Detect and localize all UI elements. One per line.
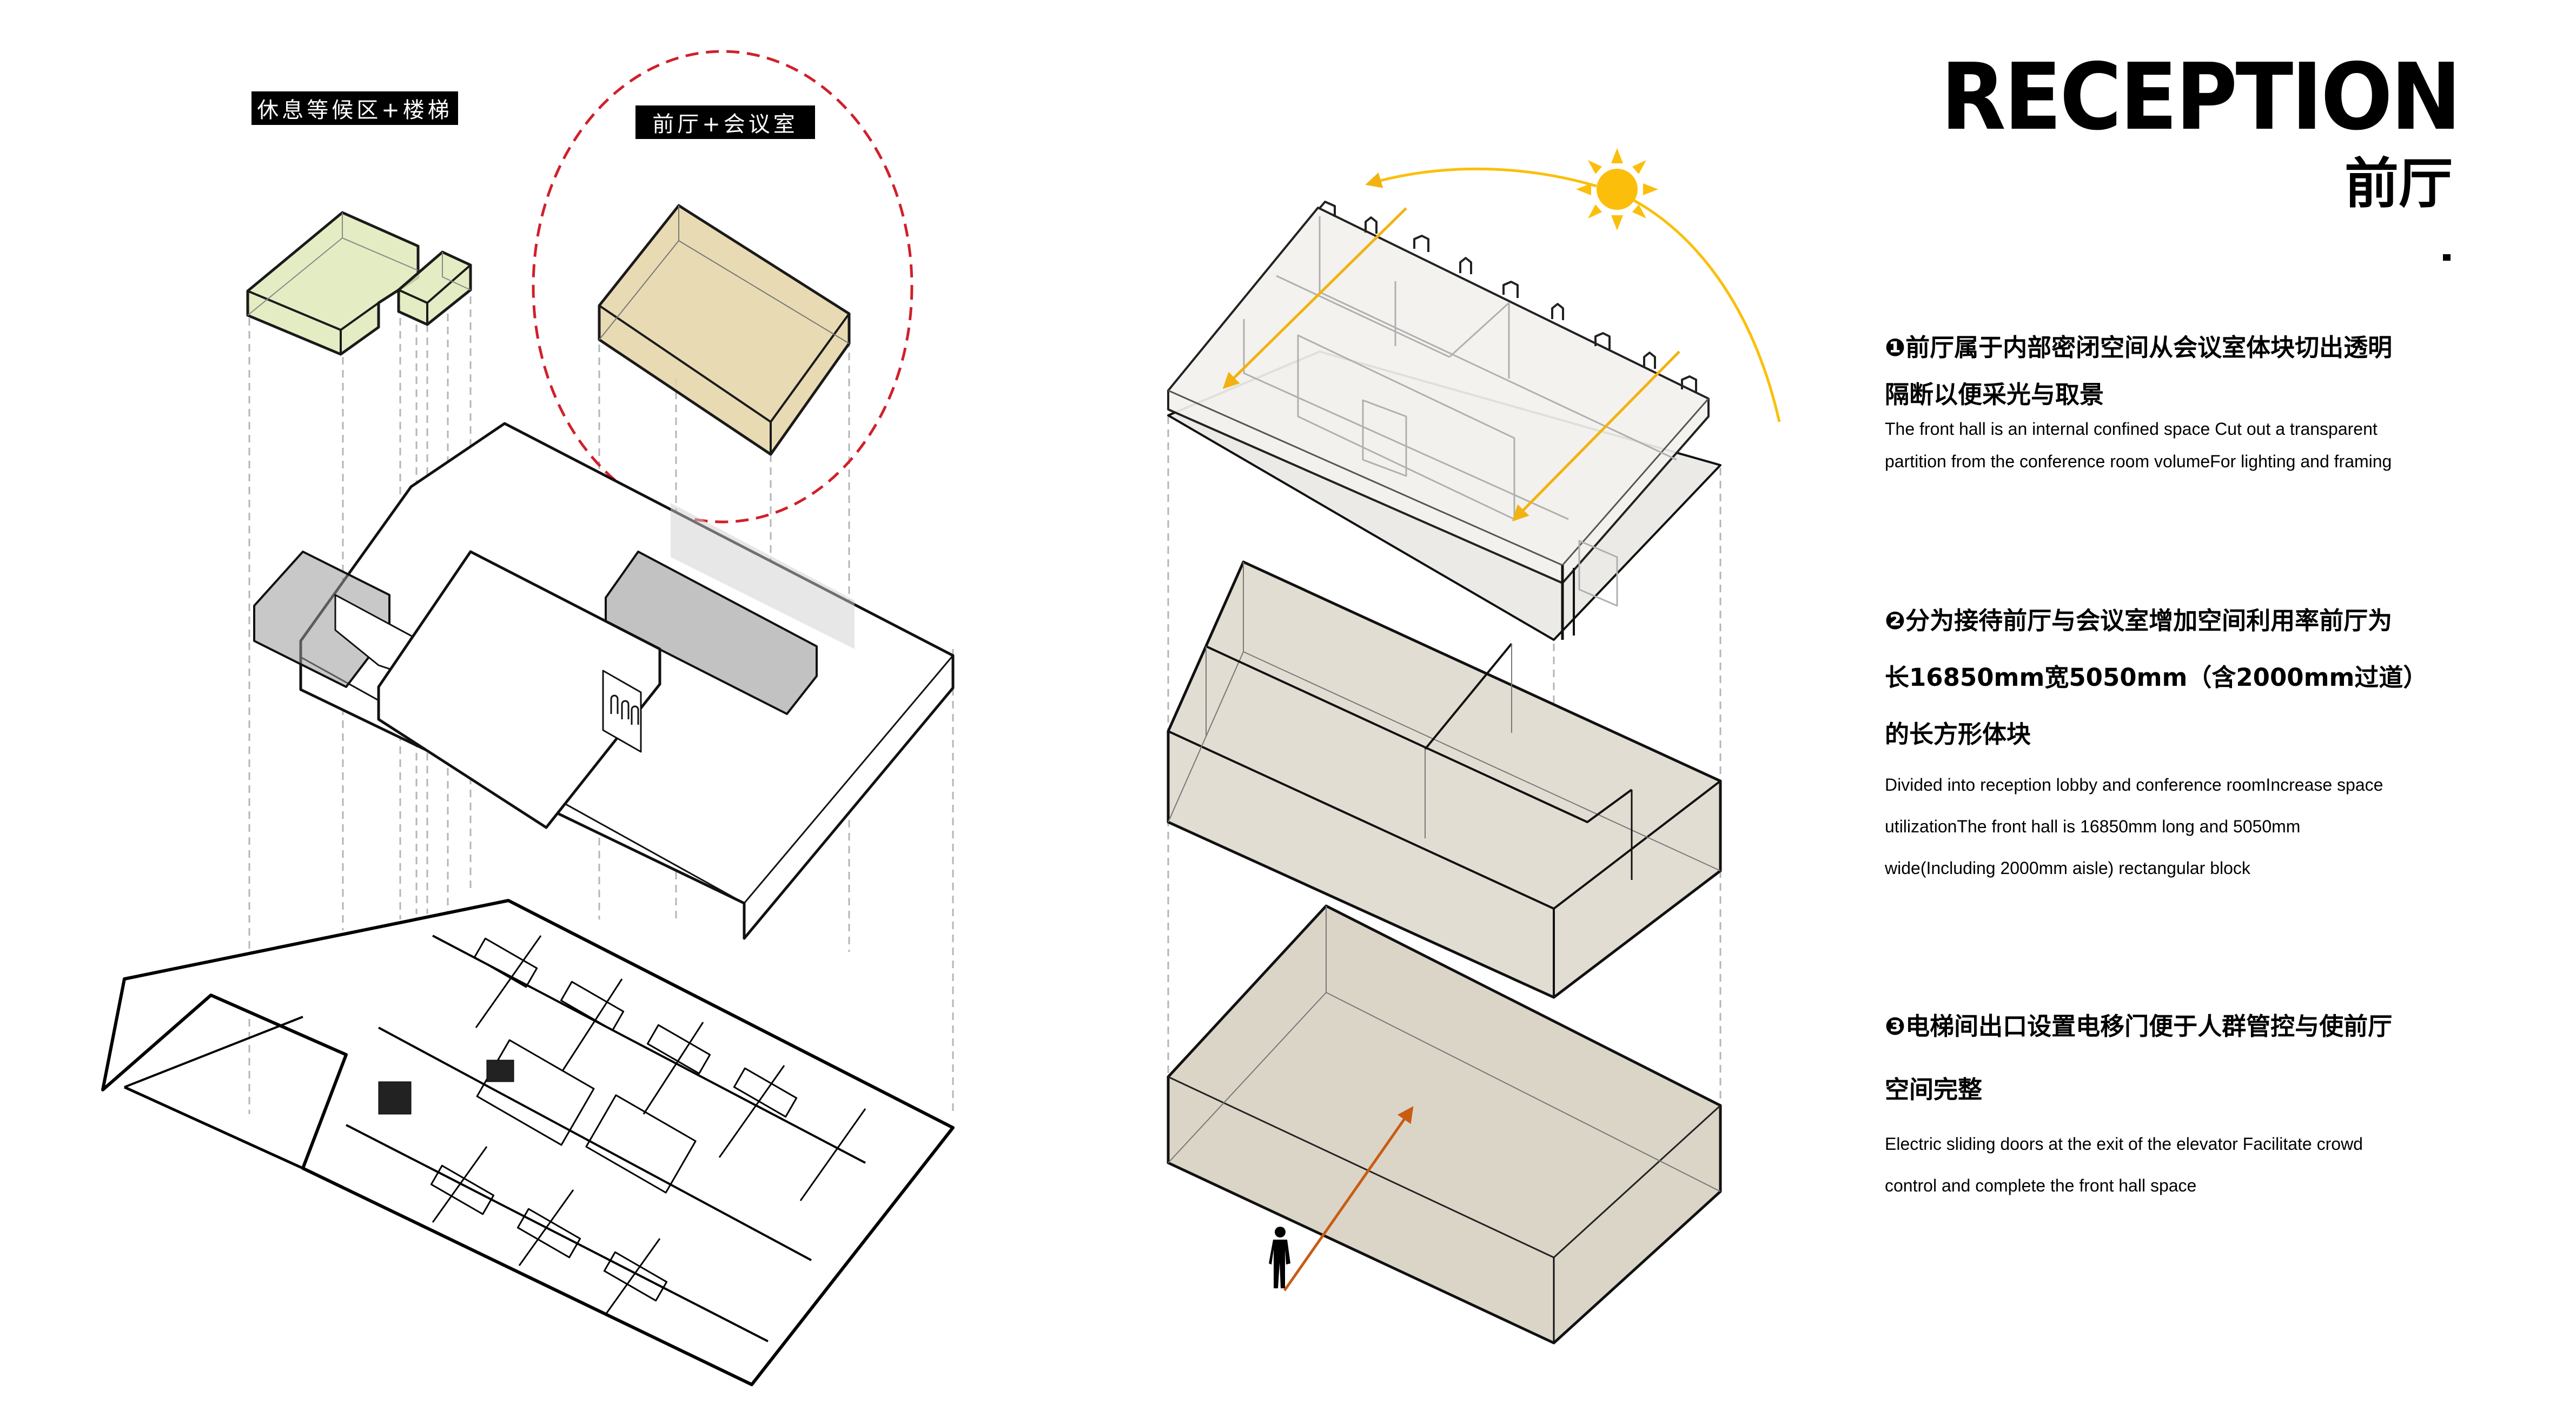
note-2-body-line-2: utilizationThe front hall is 16850mm lon… (1885, 817, 2301, 836)
page-title: RECEPTION (1941, 44, 2462, 151)
floor-massing (253, 422, 955, 940)
reception-module-transparent (1167, 201, 1721, 641)
floor-plan (101, 899, 955, 1386)
sun-path (1365, 167, 1781, 422)
lounge-stair-label-text: 休息等候区+楼梯 (257, 98, 453, 123)
lounge-stair-volume (246, 211, 472, 356)
note-1-marker: ❶ (1885, 333, 1906, 362)
note-2: ❷分为接待前厅与会议室增加空间利用率前厅为 长16850mm宽5050mm（含2… (1885, 608, 2496, 877)
lounge-stair-label: 休息等候区+楼梯 (251, 91, 458, 125)
note-1-body-line-2: partition from the conference room volum… (1885, 452, 2392, 471)
note-2-body-line-3: wide(Including 2000mm aisle) rectangular… (1885, 858, 2250, 878)
person-silhouette-icon (1269, 1227, 1290, 1288)
note-3-heading-line-2: 空间完整 (1885, 1075, 1983, 1104)
note-1-body-line-1: The front hall is an internal confined s… (1885, 419, 2378, 439)
note-2-body-line-1: Divided into reception lobby and confere… (1885, 775, 2383, 795)
note-3: ❸电梯间出口设置电移门便于人群管控与使前厅 空间完整 Electric slid… (1885, 1014, 2496, 1194)
sun-icon (1576, 148, 1658, 230)
note-1-zh-1: 前厅属于内部密闭空间从会议室体块切出透明 (1905, 333, 2393, 362)
note-1-heading-line-1: ❶前厅属于内部密闭空间从会议室体块切出透明 (1885, 335, 2496, 360)
note-2-zh-1: 分为接待前厅与会议室增加空间利用率前厅为 (1905, 606, 2393, 635)
note-1: ❶前厅属于内部密闭空间从会议室体块切出透明 隔断以便采光与取景 The fron… (1885, 335, 2496, 470)
note-3-zh-1: 电梯间出口设置电移门便于人群管控与使前厅 (1905, 1012, 2393, 1041)
split-volume (1167, 560, 1722, 999)
note-3-body-line-2: control and complete the front hall spac… (1885, 1176, 2197, 1195)
note-1-heading-line-2: 隔断以便采光与取景 (1885, 380, 2104, 409)
note-3-heading-line-1: ❸电梯间出口设置电移门便于人群管控与使前厅 (1885, 1014, 2496, 1038)
note-3-body-line-1: Electric sliding doors at the exit of th… (1885, 1134, 2363, 1154)
reception-meeting-volume (598, 204, 851, 456)
note-3-marker: ❸ (1885, 1012, 1906, 1041)
title-dash: - (2443, 254, 2451, 261)
note-2-heading-line-3: 的长方形体块 (1885, 720, 2031, 749)
note-2-heading-line-2: 长16850mm宽5050mm（含2000mm过道） (1885, 663, 2428, 692)
page-subtitle: 前厅 (2345, 152, 2453, 215)
hall-volume (1167, 904, 1722, 1345)
reception-meeting-label: 前厅+会议室 (635, 105, 815, 139)
reception-meeting-label-text: 前厅+会议室 (652, 112, 798, 137)
highlight-circle (532, 50, 913, 524)
note-2-marker: ❷ (1885, 606, 1906, 635)
note-2-heading-line-1: ❷分为接待前厅与会议室增加空间利用率前厅为 (1885, 608, 2496, 633)
